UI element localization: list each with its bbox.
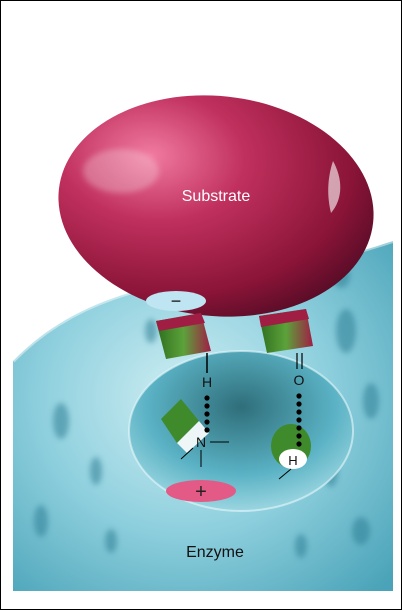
substrate-stub-right: [259, 309, 313, 353]
negative-charge-pad: −: [146, 291, 206, 311]
active-site-pocket: [129, 351, 353, 511]
negative-charge-symbol: −: [171, 291, 182, 311]
atom-h-top: H: [202, 374, 212, 390]
substrate-stub-left: [156, 313, 211, 359]
enzyme-label: Enzyme: [186, 544, 244, 561]
atom-h-bottom: H: [288, 453, 297, 468]
substrate-label: Substrate: [182, 188, 251, 205]
atom-o: O: [294, 372, 305, 388]
positive-charge-symbol: +: [195, 481, 207, 503]
atom-n: N: [196, 434, 206, 450]
